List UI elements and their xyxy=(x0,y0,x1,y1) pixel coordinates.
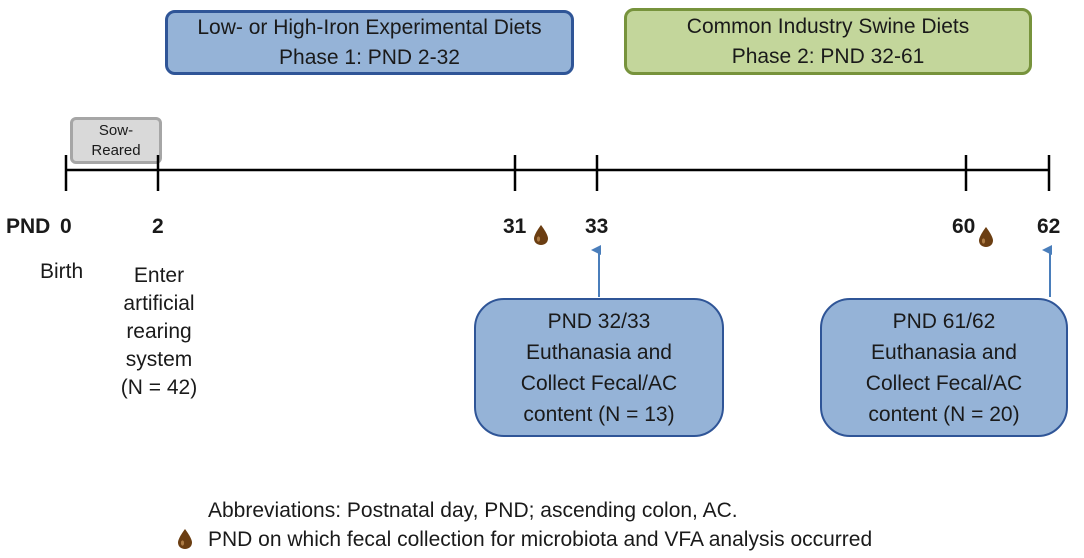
euthanasia-line: content (N = 20) xyxy=(868,402,1020,426)
tick-label-2: 2 xyxy=(152,215,164,238)
rearing-label: Enter artificial rearing system (N = 42) xyxy=(98,262,220,402)
euthanasia-line: Euthanasia and xyxy=(526,340,672,364)
tick-label-0: 0 xyxy=(60,215,72,238)
phase2-diet-box: Common Industry Swine Diets Phase 2: PND… xyxy=(624,8,1032,75)
fecal-drop-icon xyxy=(534,225,548,245)
rearing-line: artificial xyxy=(123,292,195,315)
tick-label-62: 62 xyxy=(1037,215,1061,238)
abbreviations-footnote: Abbreviations: Postnatal day, PND; ascen… xyxy=(208,499,738,522)
euthanasia-line: content (N = 13) xyxy=(523,402,675,426)
phase2-subtitle: Phase 2: PND 32-61 xyxy=(731,44,925,68)
tick-label-31: 31 xyxy=(503,215,527,238)
rearing-line: rearing xyxy=(126,320,192,343)
birth-label: Birth xyxy=(40,260,84,283)
sow-reared-line2: Reared xyxy=(91,141,141,159)
fecal-drop-icon xyxy=(979,227,993,247)
sow-reared-box: Sow- Reared xyxy=(70,117,162,164)
fecal-drop-icon xyxy=(178,529,192,549)
euthanasia-line: Collect Fecal/AC xyxy=(520,371,678,395)
euthanasia-box-62: PND 61/62 Euthanasia and Collect Fecal/A… xyxy=(820,298,1068,437)
euthanasia-line: Euthanasia and xyxy=(871,340,1017,364)
euthanasia-box-33: PND 32/33 Euthanasia and Collect Fecal/A… xyxy=(474,298,724,437)
euthanasia-line: PND 32/33 xyxy=(547,309,651,333)
phase1-diet-box: Low- or High-Iron Experimental Diets Pha… xyxy=(165,10,574,75)
phase1-title: Low- or High-Iron Experimental Diets xyxy=(197,15,542,39)
sow-reared-line1: Sow- xyxy=(98,121,134,139)
rearing-line: system xyxy=(125,348,193,371)
phase2-title: Common Industry Swine Diets xyxy=(686,14,970,38)
fecal-collection-legend: PND on which fecal collection for microb… xyxy=(208,528,873,551)
tick-label-33: 33 xyxy=(585,215,609,238)
euthanasia-line: PND 61/62 xyxy=(892,309,996,333)
rearing-line: Enter xyxy=(133,264,185,287)
rearing-line: (N = 42) xyxy=(120,376,198,399)
pnd-prefix-label: PND xyxy=(6,215,51,238)
tick-label-60: 60 xyxy=(952,215,976,238)
phase1-subtitle: Phase 1: PND 2-32 xyxy=(279,45,460,69)
euthanasia-line: Collect Fecal/AC xyxy=(865,371,1023,395)
